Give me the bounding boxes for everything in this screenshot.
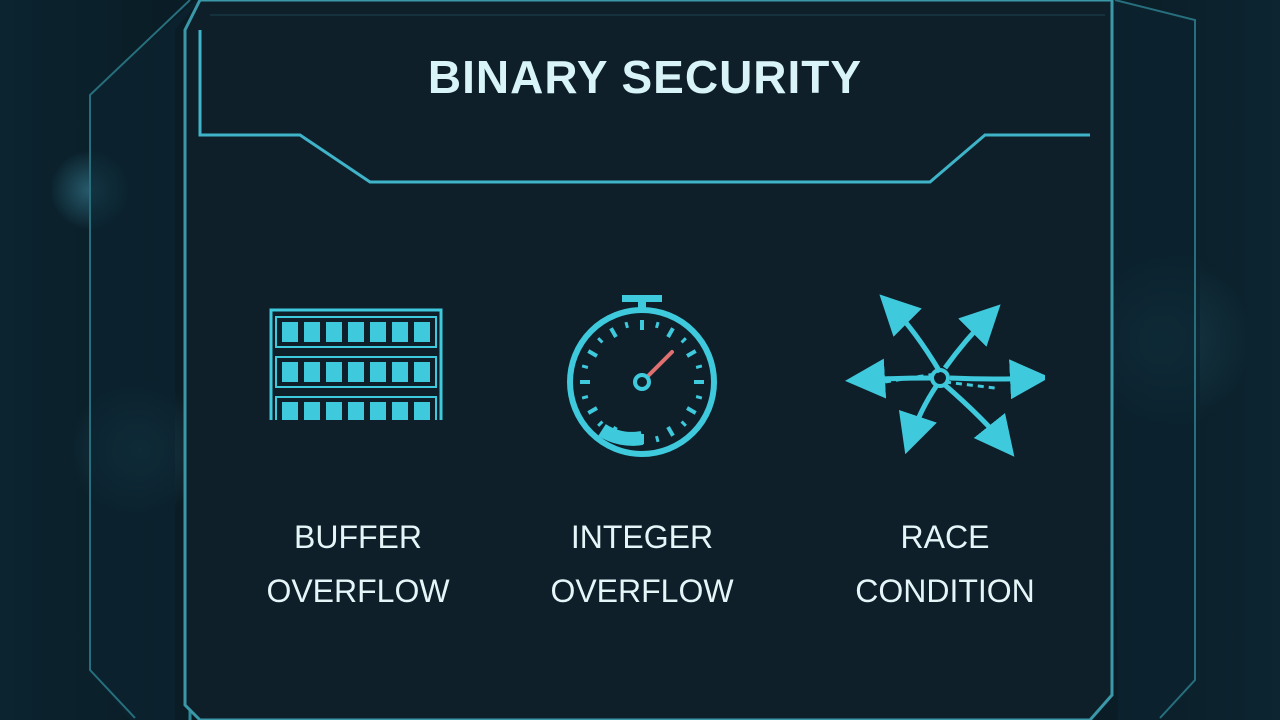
- race-condition-item: RACE CONDITION: [795, 290, 1095, 620]
- buffer-overflow-line1: BUFFER: [294, 519, 422, 555]
- buffer-grid-icon: [269, 308, 443, 420]
- race-condition-label: RACE CONDITION: [795, 510, 1095, 618]
- integer-overflow-item: INTEGER OVERFLOW: [492, 290, 792, 620]
- stopwatch-icon: [567, 295, 717, 457]
- race-condition-line1: RACE: [900, 519, 990, 555]
- race-condition-line2: CONDITION: [855, 573, 1035, 609]
- page-title: BINARY SECURITY: [427, 51, 863, 103]
- buffer-overflow-line2: OVERFLOW: [266, 573, 450, 609]
- scatter-arrows-icon: [845, 294, 1045, 457]
- integer-overflow-line1: INTEGER: [570, 519, 714, 555]
- buffer-overflow-item: BUFFER OVERFLOW: [208, 290, 508, 620]
- integer-overflow-line2: OVERFLOW: [550, 573, 734, 609]
- buffer-overflow-label: BUFFER OVERFLOW: [208, 510, 508, 618]
- integer-overflow-label: INTEGER OVERFLOW: [492, 510, 792, 618]
